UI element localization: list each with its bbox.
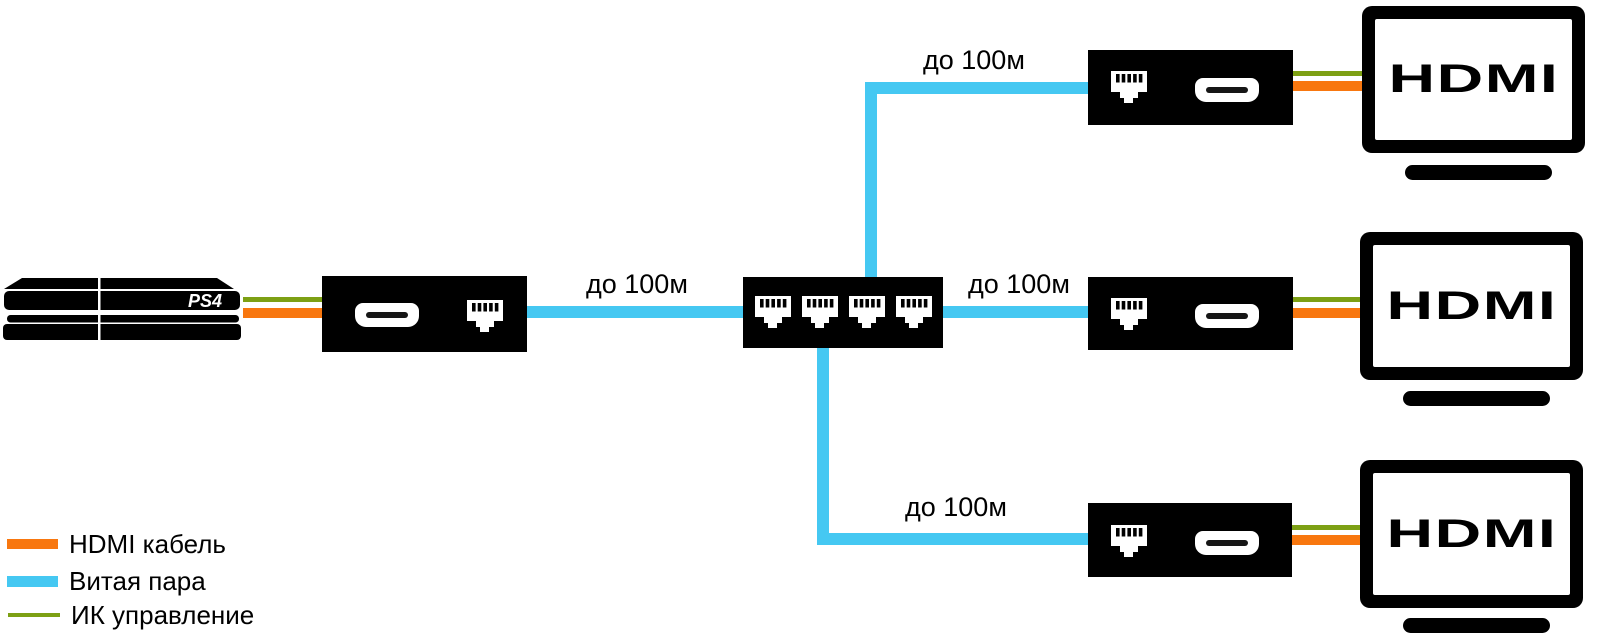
tv-screen: HDMI <box>1373 245 1570 367</box>
twisted-pair-line <box>817 344 829 545</box>
ir-control-swatch <box>8 613 60 617</box>
tv-screen: HDMI <box>1375 19 1572 140</box>
legend-item-hdmi-cable: HDMI кабель <box>7 528 226 559</box>
hdmi-port-icon <box>1195 304 1259 328</box>
legend-label: HDMI кабель <box>69 528 226 559</box>
rj45-port-icon <box>1111 298 1147 330</box>
transmitter-box <box>322 276 527 352</box>
ps4-logo-text: PS4 <box>188 291 222 311</box>
legend-label: ИК управление <box>71 599 255 630</box>
rj45-port-icon <box>467 300 503 332</box>
rj45-port-icon <box>802 296 838 328</box>
hdmi-slot <box>1206 87 1248 93</box>
rj45-port-icon <box>1111 71 1147 103</box>
rj45-port-icon <box>755 296 791 328</box>
hdmi-logo: HDMI <box>1388 56 1559 102</box>
twisted-pair-swatch <box>7 575 58 587</box>
hdmi-cable-line <box>1292 535 1361 545</box>
hdmi-cable-line <box>243 308 323 318</box>
hdmi-cable-line <box>1293 308 1361 318</box>
ps4-console: PS4 <box>3 278 241 340</box>
hdmi-port-icon <box>1195 78 1259 102</box>
tv-screen: HDMI <box>1373 473 1570 595</box>
hdmi-slot <box>1206 313 1248 319</box>
ir-control-line <box>1292 525 1361 530</box>
receiver-box-middle <box>1088 277 1293 350</box>
rj45-port-icon <box>849 296 885 328</box>
hdmi-logo: HDMI <box>1386 283 1557 328</box>
rj45-port-icon <box>896 296 932 328</box>
ir-control-line <box>1293 71 1363 76</box>
legend-item-ir-control: ИК управление <box>8 599 255 630</box>
tv-monitor-top: HDMI <box>1362 6 1585 153</box>
hdmi-slot <box>366 312 408 318</box>
distance-label-bottom-branch: до 100м <box>905 492 1007 522</box>
twisted-pair-line <box>943 306 1089 318</box>
ir-control-line <box>243 297 323 302</box>
distance-label-top-branch: до 100м <box>923 45 1025 75</box>
tv-monitor-bottom: HDMI <box>1360 460 1583 608</box>
twisted-pair-line <box>527 306 744 318</box>
distance-label-middle-branch: до 100м <box>968 269 1070 299</box>
twisted-pair-line <box>865 82 877 283</box>
distance-label-tx-splitter: до 100м <box>586 269 688 299</box>
legend-label: Витая пара <box>69 565 206 596</box>
twisted-pair-line <box>817 533 1089 545</box>
tv-stand <box>1403 618 1550 633</box>
tv-stand <box>1405 165 1552 180</box>
receiver-box-top <box>1088 50 1293 125</box>
ir-control-line <box>1293 297 1361 302</box>
legend-item-twisted-pair: Витая пара <box>7 565 206 596</box>
tv-monitor-middle: HDMI <box>1360 232 1583 380</box>
tv-stand <box>1403 391 1550 406</box>
splitter-box <box>743 277 943 348</box>
rj45-port-icon <box>1111 525 1147 557</box>
hdmi-logo: HDMI <box>1386 511 1557 556</box>
receiver-box-bottom <box>1088 503 1292 577</box>
hdmi-port-icon <box>1195 531 1259 555</box>
hdmi-cable-line <box>1293 81 1363 91</box>
hdmi-cable-swatch <box>7 539 58 549</box>
hdmi-slot <box>1206 540 1248 546</box>
hdmi-port-icon <box>355 303 419 327</box>
twisted-pair-line <box>865 82 1089 94</box>
